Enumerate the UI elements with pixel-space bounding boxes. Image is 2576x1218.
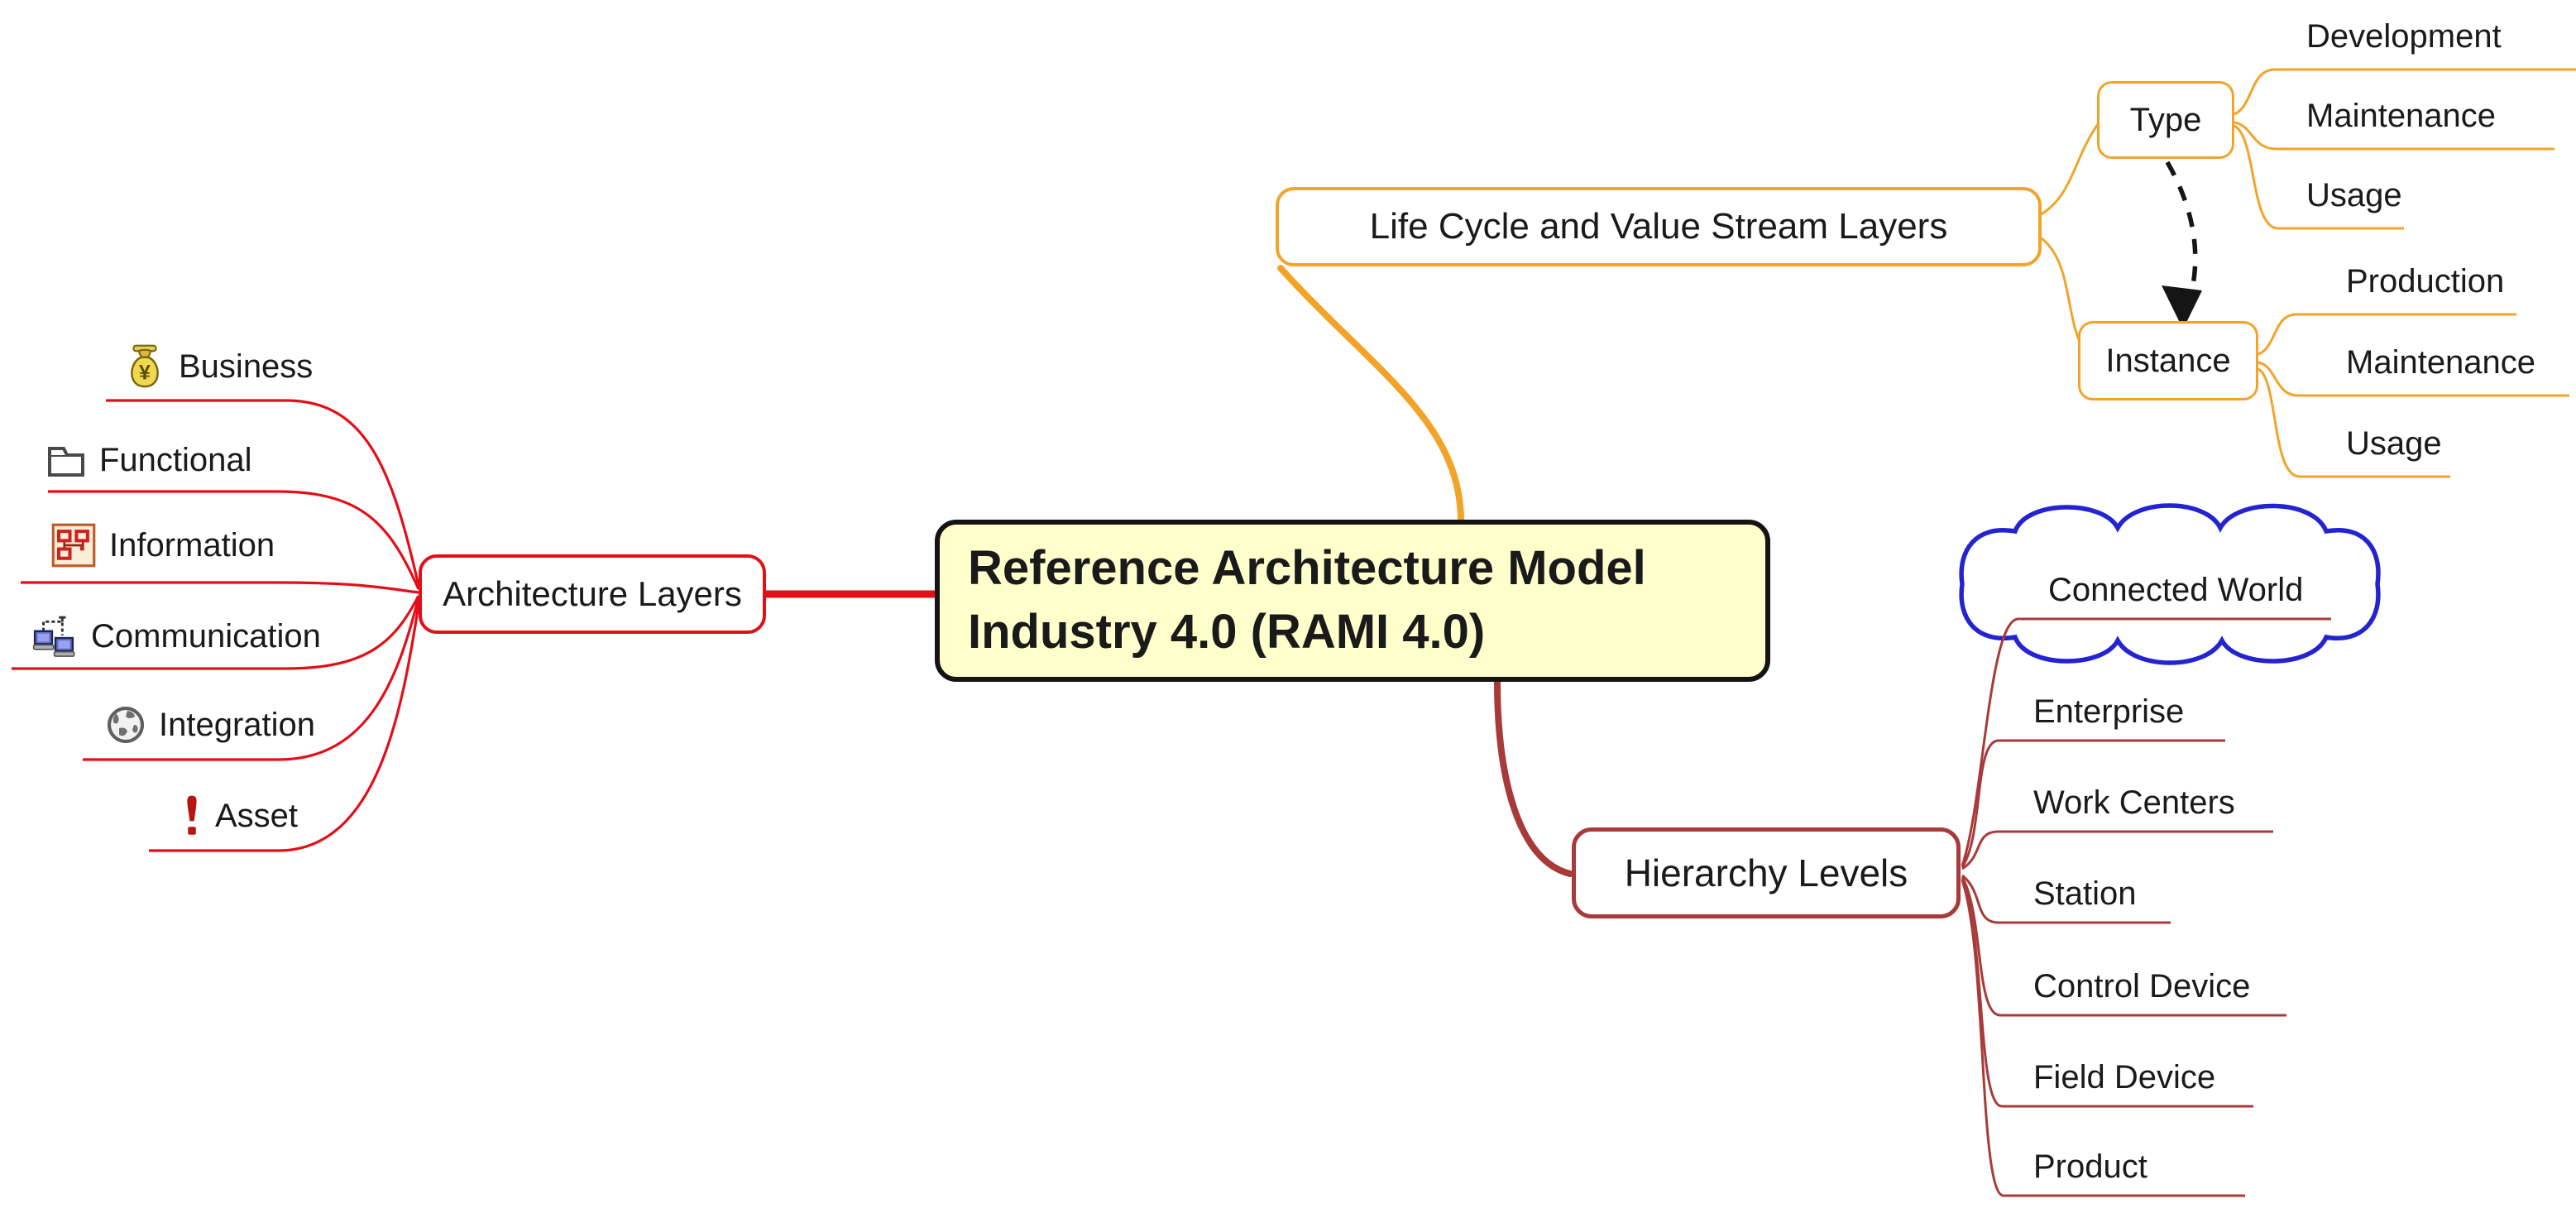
architecture-branch-lines bbox=[12, 399, 938, 852]
node-label: Type bbox=[2129, 101, 2202, 138]
leaf-product[interactable]: Product bbox=[2033, 1148, 2147, 1185]
branch-line-business bbox=[106, 399, 420, 587]
leaf-asset[interactable]: Asset bbox=[182, 794, 298, 837]
node-architecture-layers[interactable]: Architecture Layers bbox=[419, 554, 766, 634]
leaf-field-device[interactable]: Field Device bbox=[2033, 1059, 2216, 1096]
lifecycle-type-link bbox=[2036, 123, 2100, 218]
leaf-integration[interactable]: Integration bbox=[106, 705, 315, 745]
root-title: Reference Architecture Model Industry 4.… bbox=[968, 541, 1646, 659]
leaf-type-usage[interactable]: Usage bbox=[2306, 177, 2402, 213]
instance-usage-line bbox=[2258, 367, 2450, 478]
line-control-device bbox=[1961, 876, 2286, 1017]
node-lifecycle-layers[interactable]: Life Cycle and Value Stream Layers bbox=[1276, 187, 2042, 266]
branch-line-communication bbox=[12, 595, 420, 670]
line-connected-world bbox=[1961, 617, 2331, 866]
node-root-rami[interactable]: Reference Architecture Model Industry 4.… bbox=[935, 520, 1770, 682]
type-usage-line bbox=[2234, 124, 2404, 230]
leaf-instance-production[interactable]: Production bbox=[2346, 263, 2505, 300]
leaf-label: Communication bbox=[91, 617, 321, 655]
branch-line-asset bbox=[149, 598, 421, 852]
branch-line-functional bbox=[48, 490, 420, 590]
leaf-instance-usage[interactable]: Usage bbox=[2346, 425, 2442, 462]
lifecycle-instance-link bbox=[2036, 233, 2084, 348]
line-product bbox=[1961, 880, 2245, 1197]
branch-line-information bbox=[21, 581, 419, 594]
instance-production-line bbox=[2258, 313, 2516, 356]
leaf-work-centers[interactable]: Work Centers bbox=[2033, 784, 2235, 821]
type-instance-arrow bbox=[2162, 161, 2202, 329]
arrowhead bbox=[2162, 285, 2202, 329]
instance-maintenance-line bbox=[2258, 361, 2569, 397]
lifecycle-branch-lines bbox=[1277, 68, 2576, 525]
type-development-line bbox=[2234, 68, 2576, 116]
node-label: Architecture Layers bbox=[443, 574, 742, 613]
leaf-type-development[interactable]: Development bbox=[2306, 18, 2502, 55]
org-chart-icon bbox=[51, 523, 96, 568]
cloud-outline bbox=[1959, 503, 2381, 665]
hierarchy-branch-lines bbox=[1494, 617, 2331, 1197]
leaf-enterprise[interactable]: Enterprise bbox=[2033, 693, 2185, 730]
leaf-business[interactable]: ¥ Business bbox=[124, 344, 313, 389]
node-hierarchy-levels[interactable]: Hierarchy Levels bbox=[1572, 827, 1961, 918]
globe-icon bbox=[108, 707, 144, 743]
leaf-instance-maintenance[interactable]: Maintenance bbox=[2346, 344, 2536, 381]
leaf-label: Asset bbox=[215, 797, 299, 834]
leaf-connected-world[interactable]: Connected World bbox=[2048, 572, 2304, 608]
leaf-control-device[interactable]: Control Device bbox=[2033, 968, 2251, 1005]
leaf-label: Business bbox=[179, 348, 314, 385]
node-label: Life Cycle and Value Stream Layers bbox=[1369, 206, 1948, 247]
leaf-label: Integration bbox=[159, 706, 316, 743]
branch-line-integration bbox=[83, 597, 420, 761]
root-lifecycle-connector bbox=[1277, 265, 1464, 525]
leaf-communication[interactable]: Communication bbox=[31, 614, 321, 659]
root-hierarchy-connector bbox=[1494, 679, 1573, 877]
node-instance[interactable]: Instance bbox=[2078, 321, 2258, 400]
type-maintenance-line bbox=[2234, 121, 2554, 151]
leaf-label: Functional bbox=[99, 442, 252, 478]
leaf-information[interactable]: Information bbox=[51, 523, 275, 568]
leaf-station[interactable]: Station bbox=[2033, 875, 2137, 912]
line-station bbox=[1961, 874, 2171, 924]
node-type[interactable]: Type bbox=[2097, 81, 2234, 159]
node-label: Instance bbox=[2105, 342, 2231, 379]
leaf-type-maintenance[interactable]: Maintenance bbox=[2306, 98, 2497, 134]
line-work-centers bbox=[1961, 830, 2273, 870]
line-enterprise bbox=[1961, 739, 2225, 868]
money-bag-icon: ¥ bbox=[131, 344, 159, 388]
leaf-label: Information bbox=[109, 526, 275, 563]
node-label: Hierarchy Levels bbox=[1624, 851, 1908, 894]
exclamation-icon bbox=[187, 795, 197, 835]
computers-network-icon bbox=[32, 616, 75, 657]
folder-icon bbox=[48, 446, 84, 477]
svg-text:¥: ¥ bbox=[139, 362, 151, 385]
leaf-functional[interactable]: Functional bbox=[46, 442, 252, 479]
